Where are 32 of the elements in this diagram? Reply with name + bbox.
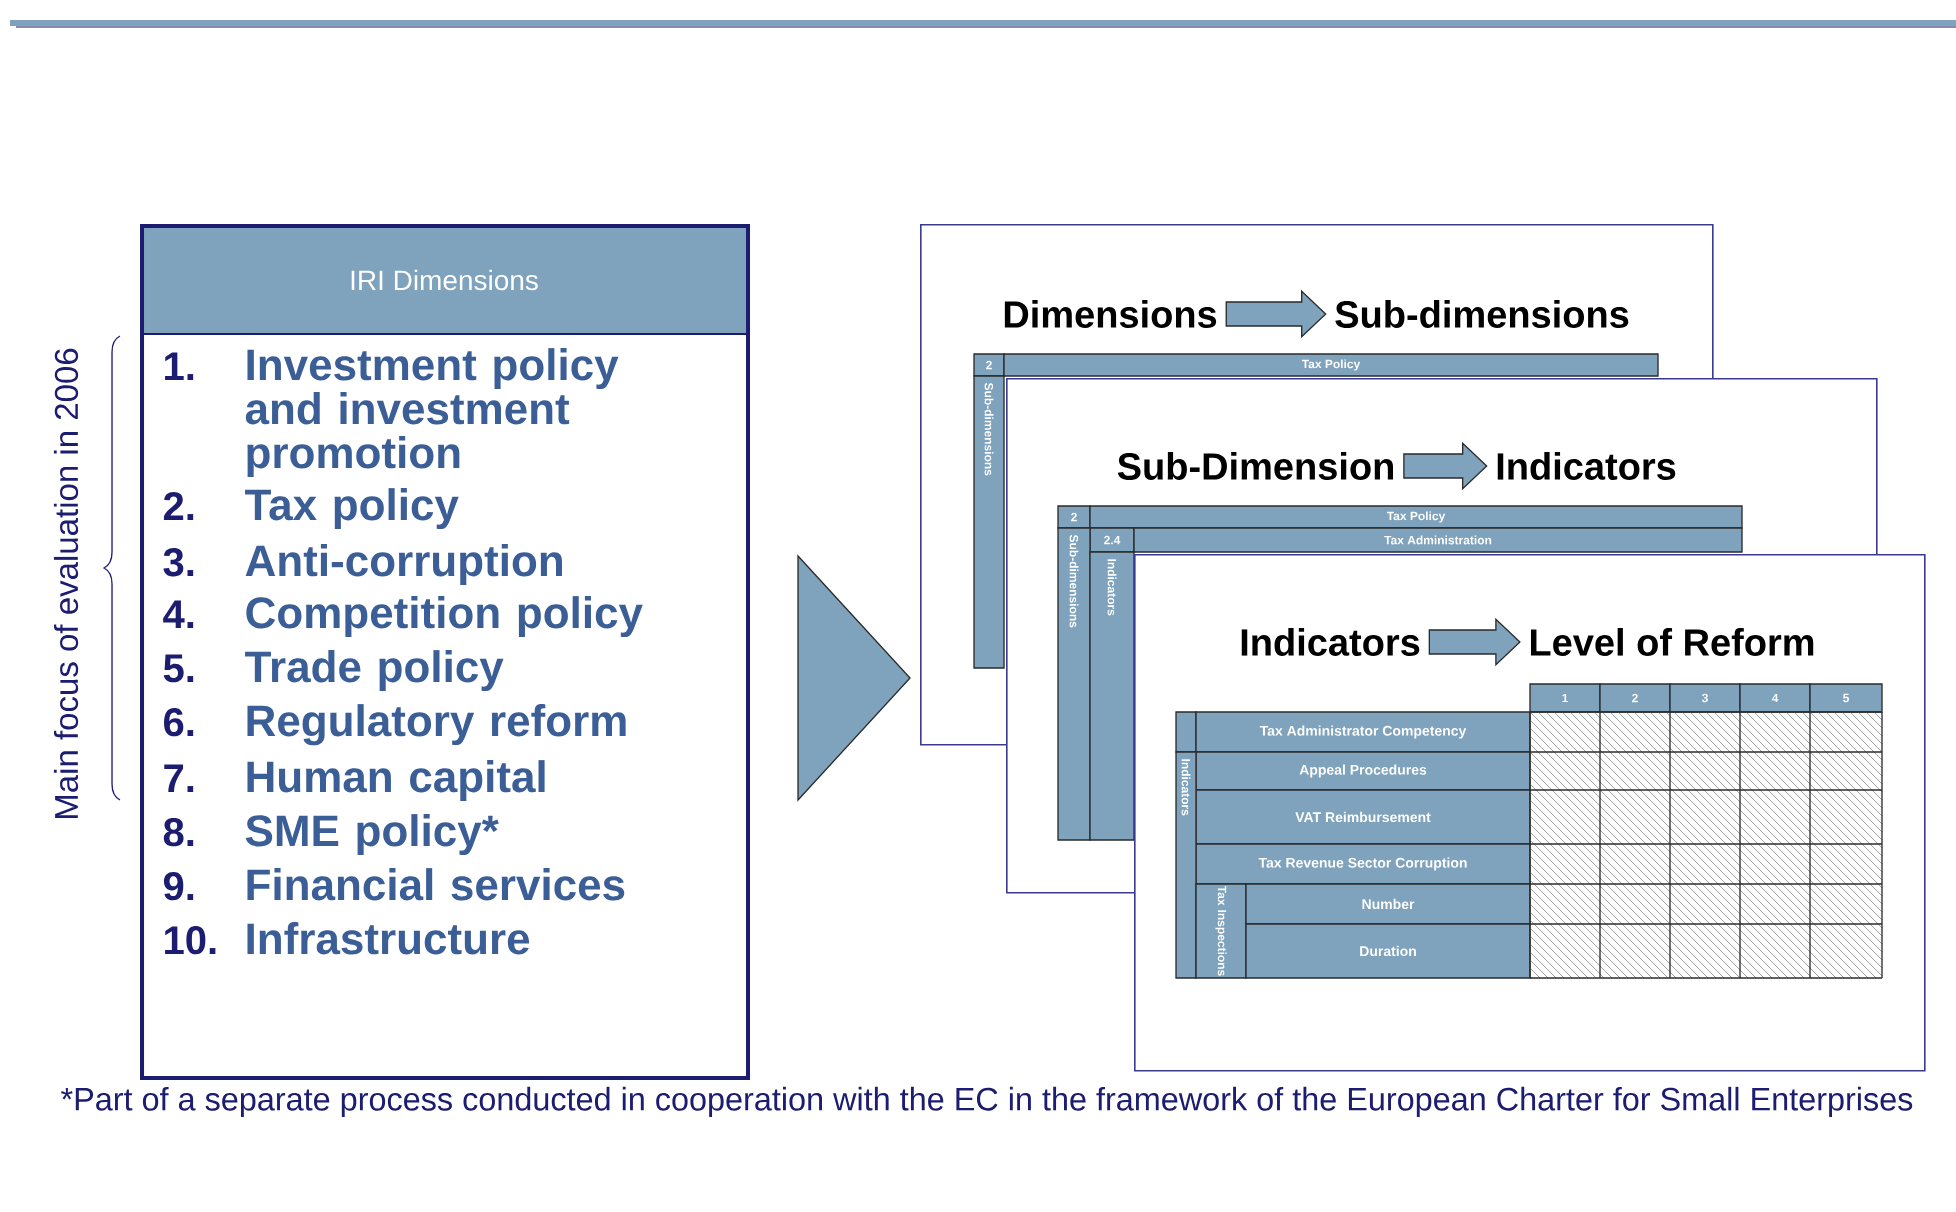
list-item: SME policy* xyxy=(245,814,499,856)
list-number: 1. xyxy=(165,352,194,380)
list-item: Regulatory reform xyxy=(247,704,626,746)
list-number: 3. xyxy=(163,548,194,577)
footnote: *Part of a separate process conducted in cooperation with the EC in the framework of the European Charter for Small Enterprises xyxy=(61,1086,1913,1118)
list-item: Tax policy xyxy=(245,488,459,530)
list-item: Trade policy xyxy=(245,650,504,692)
block-arrow xyxy=(1428,617,1521,667)
block-arrow xyxy=(1403,441,1488,491)
list-number: 7. xyxy=(164,764,194,792)
list-item: Infrastructure xyxy=(247,922,530,955)
list-item: Investment policy and investment promotion xyxy=(245,348,619,478)
list-item: Human capital xyxy=(247,760,545,802)
heading-text: Sub-Dimension xyxy=(1117,452,1393,480)
heading-text: Dimensions xyxy=(1004,300,1217,328)
list-item: Financial services xyxy=(247,868,625,901)
heading-text: Level of Reform xyxy=(1530,628,1814,656)
list-number: 9. xyxy=(163,872,194,901)
block-arrow xyxy=(1225,289,1327,339)
list-number: 10. xyxy=(165,926,216,955)
side-label: Main focus of evaluation in 2006 xyxy=(53,348,79,818)
list-number: 5. xyxy=(163,654,194,683)
list-number: 2. xyxy=(163,492,194,520)
heading-text: Indicators xyxy=(1241,628,1420,656)
header-bar: IRI Dimensions xyxy=(140,224,746,334)
list-number: 4. xyxy=(163,600,194,628)
heading-text: Indicators xyxy=(1497,452,1676,480)
list-item: Anti-corruption xyxy=(245,544,562,586)
list-number: 6. xyxy=(164,708,194,737)
list-item: Competition policy xyxy=(246,596,643,638)
list-number: 8. xyxy=(163,818,194,847)
heading-text: Sub-dimensions xyxy=(1335,300,1629,328)
